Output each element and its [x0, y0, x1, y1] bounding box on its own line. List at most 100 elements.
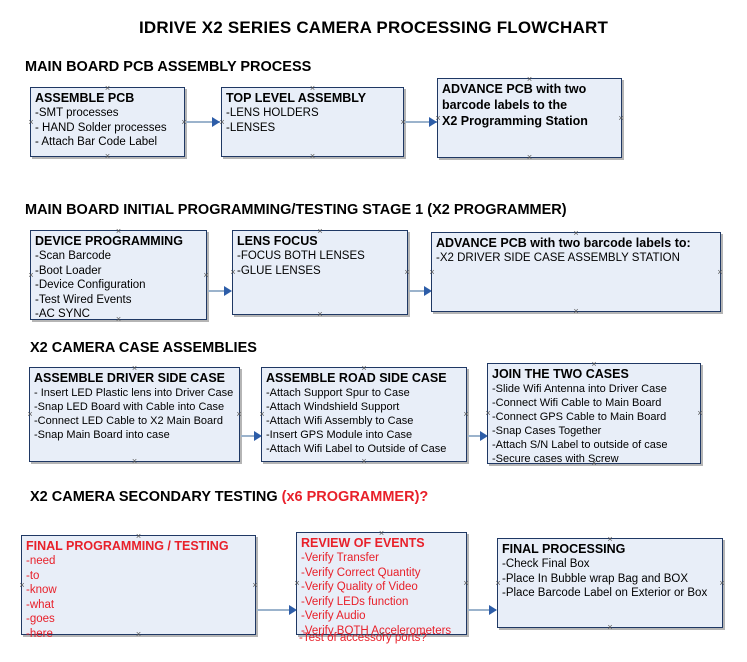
box-line: -Check Final Box — [502, 558, 590, 570]
box-title: ASSEMBLE ROAD SIDE CASE — [266, 371, 447, 385]
connector-driver-side-to-road-side — [241, 435, 260, 437]
box-title: FINAL PROGRAMMING / TESTING — [26, 539, 229, 553]
box-line: -Place In Bubble wrap Bag and BOX — [502, 572, 689, 585]
box-line: -Verify Quality of Video — [301, 581, 418, 593]
box-line: -Verify Transfer — [301, 552, 379, 564]
connector-device-programming-to-lens-focus — [208, 290, 230, 292]
connector-review-of-events-to-final-processing — [468, 609, 496, 611]
box-line: -goes — [26, 613, 55, 625]
box-line: -Attach Wifi Label to Outside of Case — [266, 443, 447, 455]
box-review-of-events[interactable]: REVIEW OF EVENTS -Verify Transfer -Verif… — [296, 532, 467, 638]
resize-handle-bottom[interactable] — [131, 458, 138, 465]
arrowhead-icon — [254, 431, 262, 441]
box-content: LENS FOCUS -FOCUS BOTH LENSES -GLUE LENS… — [233, 231, 407, 278]
box-content: REVIEW OF EVENTS -Verify Transfer -Verif… — [297, 533, 466, 638]
resize-handle-bottom[interactable] — [317, 311, 324, 318]
box-line: -Verify Audio — [301, 610, 366, 622]
box-title: ASSEMBLE DRIVER SIDE CASE — [34, 371, 226, 385]
box-content: DEVICE PROGRAMMING -Scan Barcode -Boot L… — [31, 231, 206, 322]
connector-top-level-assembly-to-advance-pcb — [405, 121, 437, 123]
box-line: -LENS HOLDERS — [226, 107, 319, 119]
box-line: -Attach Windshield Support — [266, 401, 400, 413]
box-line: -Scan Barcode — [35, 250, 112, 262]
box-content: ADVANCE PCB with two barcode labels to: … — [432, 233, 720, 266]
box-line: -Verify Correct Quantity — [301, 566, 421, 579]
box-assemble-road-side-case[interactable]: ASSEMBLE ROAD SIDE CASE -Attach Support … — [261, 367, 467, 462]
box-line: -Connect Wifi Cable to Main Board — [492, 397, 662, 409]
connector-road-side-to-join-cases — [468, 435, 486, 437]
box-content: ADVANCE PCB with two barcode labels to t… — [438, 79, 621, 129]
box-title: JOIN THE TWO CASES — [492, 367, 629, 381]
box-line: - Attach Bar Code Label — [35, 136, 158, 148]
arrowhead-icon — [424, 286, 432, 296]
section-heading-x2-camera-case-assemblies: X2 CAMERA CASE ASSEMBLIES — [30, 340, 257, 356]
box-final-processing[interactable]: FINAL PROCESSING -Check Final Box -Place… — [497, 538, 723, 628]
box-line: -Attach Wifi Assembly to Case — [266, 415, 414, 427]
box-line: -Device Configuration — [35, 279, 146, 291]
box-line: -FOCUS BOTH LENSES — [237, 250, 365, 262]
box-line: - Insert LED Plastic lens into Driver Ca… — [34, 387, 234, 399]
box-content: FINAL PROCESSING -Check Final Box -Place… — [498, 539, 722, 601]
box-title: REVIEW OF EVENTS — [301, 536, 425, 550]
resize-handle-right[interactable] — [717, 269, 724, 276]
section-heading-text: MAIN BOARD PCB ASSEMBLY PROCESS — [25, 59, 312, 75]
box-overflow-line-review-of-events: -Test of accessory ports? — [299, 632, 427, 644]
box-advance-pcb-to-driver-side-case[interactable]: ADVANCE PCB with two barcode labels to: … — [431, 232, 721, 312]
box-assemble-pcb[interactable]: ASSEMBLE PCB -SMT processes - HAND Solde… — [30, 87, 185, 157]
box-line: -AC SYNC — [35, 308, 90, 320]
box-line: -here — [26, 627, 53, 640]
section-heading-main-board-initial-programming: MAIN BOARD INITIAL PROGRAMMING/TESTING S… — [25, 202, 567, 218]
connector-assemble-pcb-to-top-level-assembly — [186, 121, 220, 123]
box-line: -Place Barcode Label on Exterior or Box — [502, 587, 708, 599]
section-heading-main-board-pcb-assembly: MAIN BOARD PCB ASSEMBLY PROCESS — [25, 59, 311, 75]
arrowhead-icon — [289, 605, 297, 615]
box-advance-pcb-to-programming-station[interactable]: ADVANCE PCB with two barcode labels to t… — [437, 78, 622, 158]
box-line: -X2 DRIVER SIDE CASE ASSEMBLY STATION — [436, 252, 680, 264]
box-line: -Connect GPS Cable to Main Board — [492, 411, 667, 423]
box-content: ASSEMBLE ROAD SIDE CASE -Attach Support … — [262, 368, 466, 456]
box-final-programming-testing[interactable]: FINAL PROGRAMMING / TESTING -need -to -k… — [21, 535, 256, 640]
resize-handle-bottom[interactable] — [607, 624, 614, 631]
box-line: -Slide Wifi Antenna into Driver Case — [492, 383, 667, 395]
box-line: -Verify BOTH Accelerometers — [301, 624, 452, 637]
box-content: ASSEMBLE DRIVER SIDE CASE - Insert LED P… — [30, 368, 239, 442]
box-line: -SMT processes — [35, 107, 119, 119]
box-line: -Insert GPS Module into Case — [266, 429, 413, 441]
box-top-level-assembly[interactable]: TOP LEVEL ASSEMBLY -LENS HOLDERS -LENSES — [221, 87, 404, 157]
connector-lens-focus-to-advance-pcb — [409, 290, 430, 292]
box-device-programming[interactable]: DEVICE PROGRAMMING -Scan Barcode -Boot L… — [30, 230, 207, 320]
box-title: DEVICE PROGRAMMING — [35, 234, 183, 248]
connector-final-programming-to-review-of-events — [257, 609, 295, 611]
arrowhead-icon — [489, 605, 497, 615]
box-line: -Secure cases with Screw — [492, 453, 619, 465]
box-lens-focus[interactable]: LENS FOCUS -FOCUS BOTH LENSES -GLUE LENS… — [232, 230, 408, 315]
resize-handle-bottom[interactable] — [573, 308, 580, 315]
box-line: -Snap Main Board into case — [34, 429, 170, 441]
box-assemble-driver-side-case[interactable]: ASSEMBLE DRIVER SIDE CASE - Insert LED P… — [29, 367, 240, 462]
resize-handle-bottom[interactable] — [309, 153, 316, 160]
resize-handle-bottom[interactable] — [526, 154, 533, 161]
box-content: ASSEMBLE PCB -SMT processes - HAND Solde… — [31, 88, 184, 150]
section-heading-text: MAIN BOARD INITIAL PROGRAMMING/TESTING S… — [25, 202, 567, 218]
box-line: -to — [26, 569, 40, 582]
box-line: -LENSES — [226, 121, 276, 134]
resize-handle-left[interactable] — [429, 269, 436, 276]
box-title: ASSEMBLE PCB — [35, 91, 135, 105]
arrowhead-icon — [429, 117, 437, 127]
box-join-the-two-cases[interactable]: JOIN THE TWO CASES -Slide Wifi Antenna i… — [487, 363, 701, 466]
box-content: JOIN THE TWO CASES -Slide Wifi Antenna i… — [488, 364, 700, 466]
box-line: -Snap Cases Together — [492, 425, 602, 437]
arrowhead-icon — [212, 117, 220, 127]
box-line: -Verify LEDs function — [301, 595, 409, 608]
box-line: -know — [26, 584, 57, 596]
section-heading-text: X2 CAMERA SECONDARY TESTING — [30, 489, 282, 505]
box-title: LENS FOCUS — [237, 234, 318, 248]
box-line: -Attach Support Spur to Case — [266, 387, 410, 399]
resize-handle-bottom[interactable] — [104, 153, 111, 160]
box-title: ADVANCE PCB with two barcode labels to: — [436, 236, 691, 250]
section-heading-text: X2 CAMERA CASE ASSEMBLIES — [30, 340, 257, 356]
box-line: -Connect LED Cable to X2 Main Board — [34, 415, 223, 427]
resize-handle-bottom[interactable] — [361, 458, 368, 465]
box-line: -Snap LED Board with Cable into Case — [34, 401, 225, 413]
